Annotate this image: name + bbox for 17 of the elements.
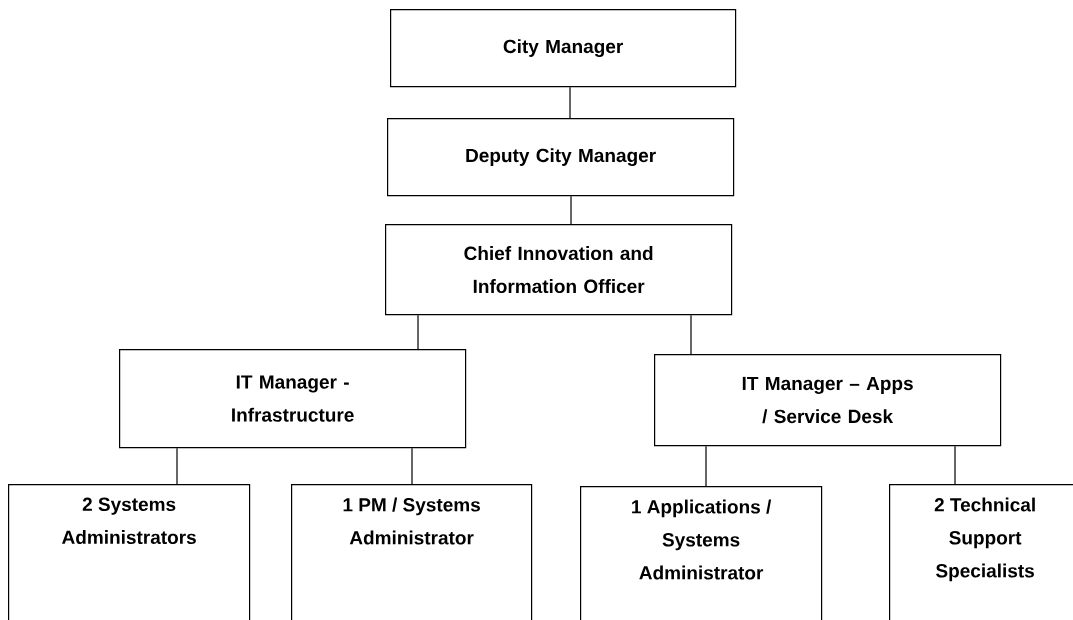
org-box: IT Manager – Apps / Service Desk [654, 354, 1002, 447]
org-box: 2 Technical Support Specialists [889, 484, 1073, 620]
org-box: 2 Systems Administrators [8, 484, 251, 620]
org-box: City Manager [390, 9, 737, 88]
org-box: 1 Applications / Systems Administrator [580, 486, 823, 620]
connector-line [411, 447, 413, 485]
org-box: IT Manager - Infrastructure [119, 349, 467, 449]
org-box: 1 PM / Systems Administrator [291, 484, 533, 620]
connector-line [417, 314, 419, 350]
connector-line [954, 445, 956, 485]
connector-line [690, 314, 692, 355]
org-box: Deputy City Manager [387, 118, 735, 197]
connector-line [570, 195, 572, 225]
connector-line [705, 445, 707, 487]
org-box: Chief Innovation and Information Officer [385, 224, 733, 316]
connector-line [176, 447, 178, 485]
connector-line [569, 86, 571, 119]
